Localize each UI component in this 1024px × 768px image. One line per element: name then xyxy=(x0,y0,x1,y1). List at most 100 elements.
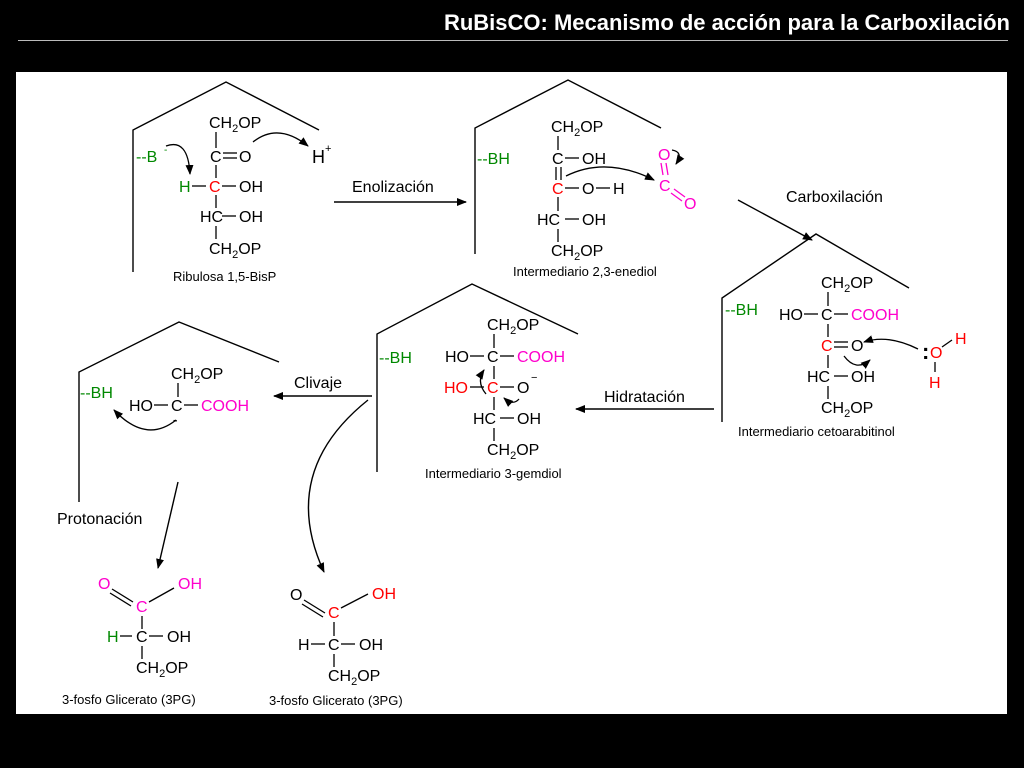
hydroxyl-label: OH xyxy=(167,629,191,646)
hydroxyl-label: OH xyxy=(359,637,383,654)
carboxyl-hydroxyl: OH xyxy=(372,586,396,603)
enzyme-outline-5 xyxy=(78,321,280,502)
enzyme-outline-4 xyxy=(376,283,579,472)
hydroxyl-label: OH xyxy=(851,369,875,386)
ch2op-top-label: CH2OP xyxy=(821,275,873,295)
hc-label: HC xyxy=(200,209,223,226)
curved-arrow xyxy=(113,409,177,431)
caption-cetoarabitinol: Intermediario cetoarabitinol xyxy=(738,424,895,439)
hydroxyl-label: HO xyxy=(129,398,153,415)
oxygen-label: O xyxy=(239,149,251,166)
molecule-ribulosa: CH2OP C O H C OH HC OH CH2OP --B - H + R… xyxy=(136,115,331,284)
enzyme-base-label: --BH xyxy=(379,350,412,367)
caption-enediol: Intermediario 2,3-enediol xyxy=(513,264,657,279)
ch2op-bottom-label: CH2OP xyxy=(328,668,380,688)
ch2op-top-label: CH2OP xyxy=(171,366,223,386)
ch2op-top-label: CH2OP xyxy=(551,119,603,139)
page-title: RuBisCO: Mecanismo de acción para la Car… xyxy=(443,10,1010,35)
hydrogen-label: H xyxy=(613,181,625,198)
reaction-arrow-clivaje-down xyxy=(307,399,369,573)
enzyme-outline-1 xyxy=(132,81,320,272)
carbonyl-oxygen: O xyxy=(98,576,110,593)
base-charge: - xyxy=(164,145,167,156)
carbon-reactive-label: C xyxy=(487,380,499,397)
curved-arrow xyxy=(252,132,309,147)
hydroxyl-label: HO xyxy=(779,307,803,324)
molecule-3pg-left: O C OH H C OH CH2OP 3-fosfo Glicerato (3… xyxy=(62,576,202,707)
hydrogen-label: H xyxy=(179,179,191,196)
proton-charge: + xyxy=(325,143,331,155)
carbon-label: C xyxy=(210,149,222,166)
carboxyl-label: COOH xyxy=(201,398,249,415)
water-hydrogen: H xyxy=(955,331,967,348)
base-label: --B xyxy=(136,149,157,166)
hydroxyl-label: OH xyxy=(517,411,541,428)
proton-label: H xyxy=(312,147,325,167)
reaction-arrow-protonacion xyxy=(156,481,179,569)
step-label-carboxilacion: Carboxilación xyxy=(786,189,883,206)
step-label-clivaje: Clivaje xyxy=(294,375,342,392)
molecule-carbanion: CH2OP HO C COOH - --BH xyxy=(80,366,249,431)
diagram-panel: CH2OP C O H C OH HC OH CH2OP --B - H + R… xyxy=(16,72,1007,714)
carbon-label: C xyxy=(136,629,148,646)
oxygen-charge: − xyxy=(531,372,537,384)
water-oxygen: O xyxy=(930,345,942,362)
hydroxyl-label: OH xyxy=(239,179,263,196)
hydroxyl-label: HO xyxy=(445,349,469,366)
enzyme-base-label: --BH xyxy=(477,151,510,168)
hydrogen-label: H xyxy=(107,629,119,646)
carbon-reactive-label: C xyxy=(552,181,564,198)
carboxyl-label: COOH xyxy=(851,307,899,324)
hydroxyl-label: OH xyxy=(582,151,606,168)
caption-3pg-right: 3-fosfo Glicerato (3PG) xyxy=(269,693,403,708)
reaction-arrow-carboxilacion xyxy=(737,199,813,241)
hc-label: HC xyxy=(537,212,560,229)
carbon-label: C xyxy=(171,398,183,415)
ch2op-bottom-label: CH2OP xyxy=(209,241,261,261)
oxygen-label: O xyxy=(851,338,863,355)
curved-arrow xyxy=(843,355,871,369)
carbon-label: C xyxy=(328,637,340,654)
hydroxyl-label: OH xyxy=(239,209,263,226)
curved-arrow xyxy=(863,335,919,350)
ch2op-top-label: CH2OP xyxy=(487,317,539,337)
hc-label: HC xyxy=(807,369,830,386)
co2-oxygen-bottom: O xyxy=(684,196,696,213)
step-label-hidratacion: Hidratación xyxy=(604,389,685,406)
ch2op-bottom-label: CH2OP xyxy=(551,243,603,263)
curved-arrow xyxy=(503,397,520,407)
carboxyl-label: COOH xyxy=(517,349,565,366)
ch2op-bottom-label: CH2OP xyxy=(821,400,873,420)
oxygen-label: O xyxy=(517,380,529,397)
water-hydrogen: H xyxy=(929,375,941,392)
carbon-reactive-label: C xyxy=(209,179,221,196)
title-divider xyxy=(18,40,1008,41)
ch2op-bottom-label: CH2OP xyxy=(487,442,539,462)
step-label-enolizacion: Enolización xyxy=(352,179,434,196)
carbonyl-oxygen: O xyxy=(290,587,302,604)
co2-carbon: C xyxy=(659,178,671,195)
ch2op-top-label: CH2OP xyxy=(209,115,261,135)
curved-arrow xyxy=(165,144,194,175)
carbon-reactive-label: C xyxy=(821,338,833,355)
enzyme-base-label: --BH xyxy=(725,302,758,319)
molecule-cetoarabitinol: CH2OP HO C COOH C O HC OH CH2OP --BH : O… xyxy=(725,275,967,439)
curved-arrow xyxy=(671,149,685,165)
carbon-label: C xyxy=(552,151,564,168)
mechanism-diagram: CH2OP C O H C OH HC OH CH2OP --B - H + R… xyxy=(57,79,967,708)
lone-pair: : xyxy=(922,339,929,364)
oxygen-label: O xyxy=(582,181,594,198)
hydroxyl-reactive-label: HO xyxy=(444,380,468,397)
molecule-gemdiol: CH2OP HO C COOH HO C O − HC OH CH2OP --B… xyxy=(379,317,565,481)
caption-3pg-left: 3-fosfo Glicerato (3PG) xyxy=(62,692,196,707)
carboxyl-hydroxyl: OH xyxy=(178,576,202,593)
curved-arrow xyxy=(565,166,655,181)
enzyme-outlines xyxy=(78,79,910,502)
step-label-protonacion: Protonación xyxy=(57,511,142,528)
hc-label: HC xyxy=(473,411,496,428)
co2-oxygen-top: O xyxy=(658,147,670,164)
curved-arrow xyxy=(475,369,487,395)
carboxyl-carbon: C xyxy=(136,599,148,616)
hydroxyl-label: OH xyxy=(582,212,606,229)
caption-gemdiol: Intermediario 3-gemdiol xyxy=(425,466,562,481)
